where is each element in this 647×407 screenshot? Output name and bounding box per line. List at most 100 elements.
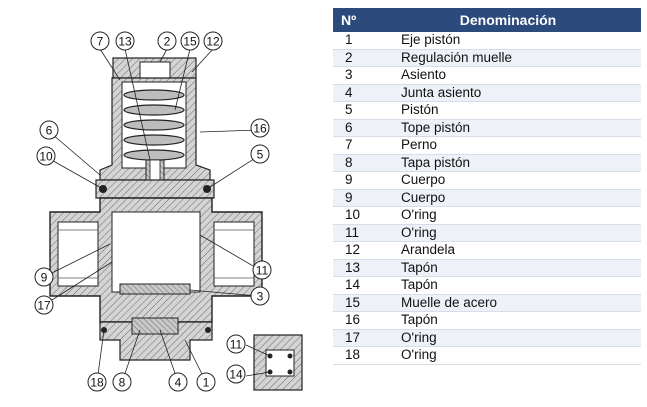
part-number: 15 xyxy=(333,294,375,312)
callout-circle xyxy=(250,286,270,306)
callout-circle xyxy=(250,118,270,138)
callout-label: 17 xyxy=(37,299,51,313)
part-denomination: Muelle de acero xyxy=(375,294,641,312)
callout-label: 1 xyxy=(203,376,210,390)
bottom-cover xyxy=(99,317,213,361)
callout-circle xyxy=(180,31,200,51)
callout-13: 13 xyxy=(115,31,135,51)
part-number: 16 xyxy=(333,311,375,330)
callout-circle xyxy=(34,267,54,287)
detail-inset xyxy=(253,334,303,391)
callout-label: 11 xyxy=(256,264,269,278)
callout-15: 15 xyxy=(180,31,200,51)
valve-seat xyxy=(119,283,191,295)
callout-5: 5 xyxy=(250,144,270,164)
part-number: 12 xyxy=(333,241,375,260)
callout-label: 5 xyxy=(257,148,264,162)
callout-circle xyxy=(168,372,188,392)
callout-circle xyxy=(250,144,270,164)
leader-lines xyxy=(43,48,271,383)
callout-label: 18 xyxy=(90,376,104,390)
callout-1: 1 xyxy=(196,372,216,392)
part-number: 1 xyxy=(333,32,375,50)
callout-label: 10 xyxy=(39,150,53,164)
part-denomination: Cuerpo xyxy=(375,171,641,190)
callout-circle xyxy=(34,295,54,315)
callout-label: 15 xyxy=(183,35,197,49)
part-denomination: O'ring xyxy=(375,224,641,242)
part-number: 3 xyxy=(333,66,375,85)
callout-circle xyxy=(226,334,246,354)
part-denomination: Tapón xyxy=(375,276,641,295)
callout-circle xyxy=(203,31,223,51)
part-denomination: O'ring xyxy=(375,329,641,347)
callout-14: 14 xyxy=(226,364,246,384)
part-denomination: Tope pistón xyxy=(375,119,641,137)
part-denomination: Arandela xyxy=(375,241,641,260)
part-denomination: Asiento xyxy=(375,66,641,85)
part-denomination: Pistón xyxy=(375,101,641,120)
callout-label: 11 xyxy=(230,338,243,352)
callout-circle xyxy=(90,31,110,51)
callout-circle xyxy=(39,120,59,140)
part-number: 2 xyxy=(333,49,375,67)
callout-label: 6 xyxy=(46,124,53,138)
callout-4: 4 xyxy=(168,372,188,392)
part-number: 4 xyxy=(333,84,375,102)
part-number: 6 xyxy=(333,119,375,137)
part-denomination: Cuerpo xyxy=(375,189,641,207)
part-number: 9 xyxy=(333,189,375,207)
part-number: 18 xyxy=(333,346,375,365)
callout-9: 9 xyxy=(34,267,54,287)
callout-label: 14 xyxy=(229,368,243,382)
part-number: 5 xyxy=(333,101,375,120)
callout-10: 10 xyxy=(36,146,56,166)
callout-label: 7 xyxy=(97,35,104,49)
valve-body xyxy=(49,197,263,323)
callout-6: 6 xyxy=(39,120,59,140)
callout-circle xyxy=(252,260,272,280)
part-number: 13 xyxy=(333,259,375,277)
callout-circle xyxy=(115,31,135,51)
callout-12: 12 xyxy=(203,31,223,51)
part-denomination: Regulación muelle xyxy=(375,49,641,67)
part-number: 9 xyxy=(333,171,375,190)
callout-label: 3 xyxy=(257,290,264,304)
callout-circle xyxy=(112,372,132,392)
part-denomination: Tapón xyxy=(375,311,641,330)
callout-label: 16 xyxy=(253,122,267,136)
callout-label: 12 xyxy=(206,35,220,49)
callout-11: 11 xyxy=(252,260,272,280)
part-number: 7 xyxy=(333,136,375,155)
header-number: Nº xyxy=(333,8,375,32)
part-number: 14 xyxy=(333,276,375,295)
part-number: 17 xyxy=(333,329,375,347)
callout-circle xyxy=(87,372,107,392)
callout-label: 8 xyxy=(119,376,126,390)
callout-label: 9 xyxy=(41,271,48,285)
callout-label: 4 xyxy=(175,376,182,390)
callout-8: 8 xyxy=(112,372,132,392)
part-denomination: Junta asiento xyxy=(375,84,641,102)
header-denomination: Denominación xyxy=(375,8,641,32)
callout-circle xyxy=(226,364,246,384)
callout-label: 2 xyxy=(164,35,171,49)
